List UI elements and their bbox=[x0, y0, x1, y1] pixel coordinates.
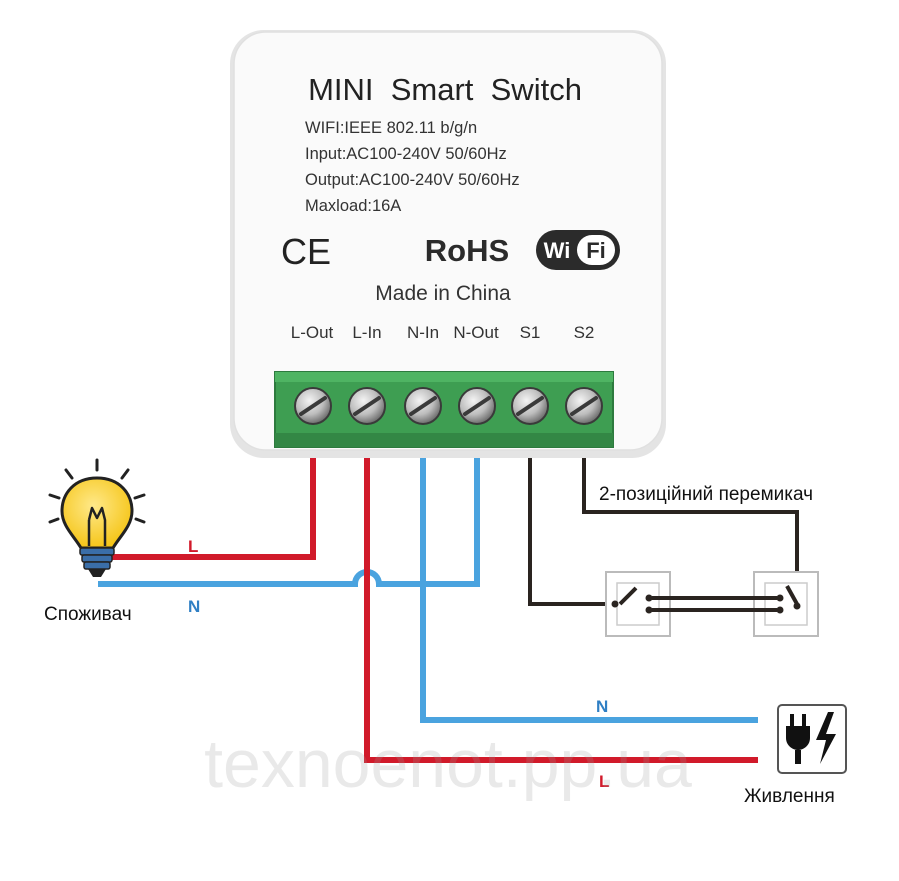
spec-input: Input:AC100-240V 50/60Hz bbox=[305, 145, 507, 163]
switch-wire-s1 bbox=[528, 458, 612, 606]
watermark: texnoenot.pp.ua bbox=[204, 726, 692, 802]
wire-label-l-supply: L bbox=[599, 772, 609, 791]
wire-label-n-supply: N bbox=[596, 697, 608, 716]
terminal-label-n-in: N-In bbox=[407, 323, 439, 342]
terminal-label-l-in: L-In bbox=[352, 323, 381, 342]
terminal-label-s2: S2 bbox=[574, 323, 595, 342]
terminal-screw-l-out bbox=[294, 387, 332, 425]
power-plug-icon bbox=[786, 714, 810, 764]
wifi-logo-icon: Wi Fi bbox=[536, 230, 620, 270]
switch-wire-s2 bbox=[582, 458, 799, 584]
neutral-wire-supply bbox=[420, 458, 758, 723]
switch-box-right bbox=[753, 571, 819, 637]
live-wire-supply bbox=[364, 458, 758, 763]
device-title: MINI Smart Switch bbox=[308, 72, 582, 107]
terminal-label-l-out: L-Out bbox=[291, 323, 334, 342]
wire-label-l-consumer: L bbox=[188, 537, 198, 556]
terminal-label-n-out: N-Out bbox=[453, 323, 499, 342]
made-in-label: Made in China bbox=[375, 282, 511, 305]
live-wire-consumer bbox=[98, 458, 316, 560]
supply-label: Живлення bbox=[744, 786, 835, 807]
ce-mark-icon: CE bbox=[281, 231, 331, 272]
spec-wifi: WIFI:IEEE 802.11 b/g/n bbox=[305, 119, 477, 137]
terminal-screw-s2 bbox=[565, 387, 603, 425]
terminal-screws bbox=[294, 387, 603, 425]
rohs-logo: RoHS bbox=[425, 233, 509, 268]
power-supply-icon bbox=[777, 704, 847, 774]
terminal-screw-l-in bbox=[348, 387, 386, 425]
lightbulb-icon bbox=[48, 458, 146, 577]
terminal-label-s1: S1 bbox=[520, 323, 541, 342]
consumer-label: Споживач bbox=[44, 604, 132, 625]
terminal-screw-n-in bbox=[404, 387, 442, 425]
wire-label-n-consumer: N bbox=[188, 597, 200, 616]
lightning-icon bbox=[816, 712, 836, 764]
wifi-logo-wi: Wi bbox=[544, 238, 571, 263]
device-face bbox=[233, 31, 663, 451]
two-position-switch bbox=[605, 571, 819, 637]
terminal-screw-n-out bbox=[458, 387, 496, 425]
spec-output: Output:AC100-240V 50/60Hz bbox=[305, 171, 520, 189]
spec-maxload: Maxload:16A bbox=[305, 197, 401, 215]
terminal-screw-s1 bbox=[511, 387, 549, 425]
smart-switch-device: MINI Smart Switch WIFI:IEEE 802.11 b/g/n… bbox=[230, 30, 666, 458]
switch-label: 2-позиційний перемикач bbox=[599, 484, 813, 505]
wifi-logo-fi: Fi bbox=[586, 238, 606, 263]
